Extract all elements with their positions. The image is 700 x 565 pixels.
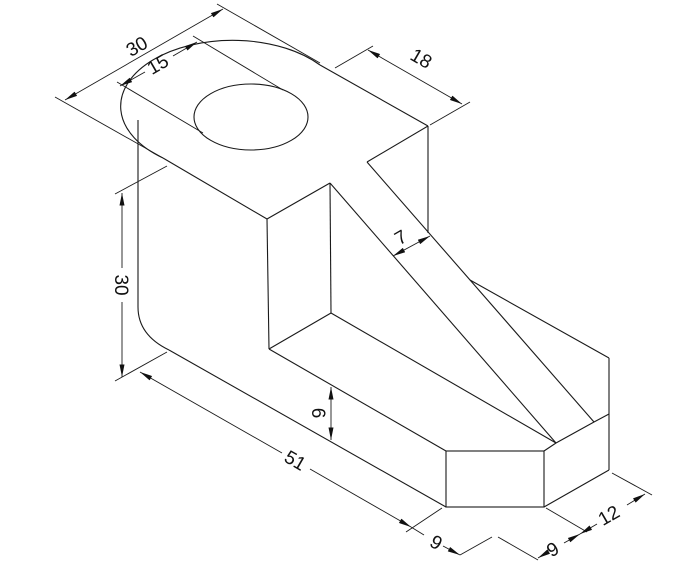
hole (193, 83, 309, 151)
dim-hole-diameter: 15 (144, 51, 173, 80)
rounded-corner (137, 306, 170, 351)
dim-base-length: 51 (280, 447, 309, 476)
dimensions: 30 15 18 7 30 6 51 9 (54, 3, 653, 562)
part-outline (120, 39, 610, 508)
dim-height: 30 (110, 274, 131, 295)
dim-top-length: 30 (123, 33, 152, 62)
dim-depth: 12 (595, 502, 624, 531)
dim-rib-thickness: 7 (391, 226, 411, 249)
dim-front-right: 9 (543, 538, 563, 561)
dim-base-height: 6 (307, 408, 328, 419)
dim-block-width: 18 (406, 45, 435, 74)
dim-front-left: 9 (426, 531, 446, 554)
front-face (445, 450, 545, 508)
